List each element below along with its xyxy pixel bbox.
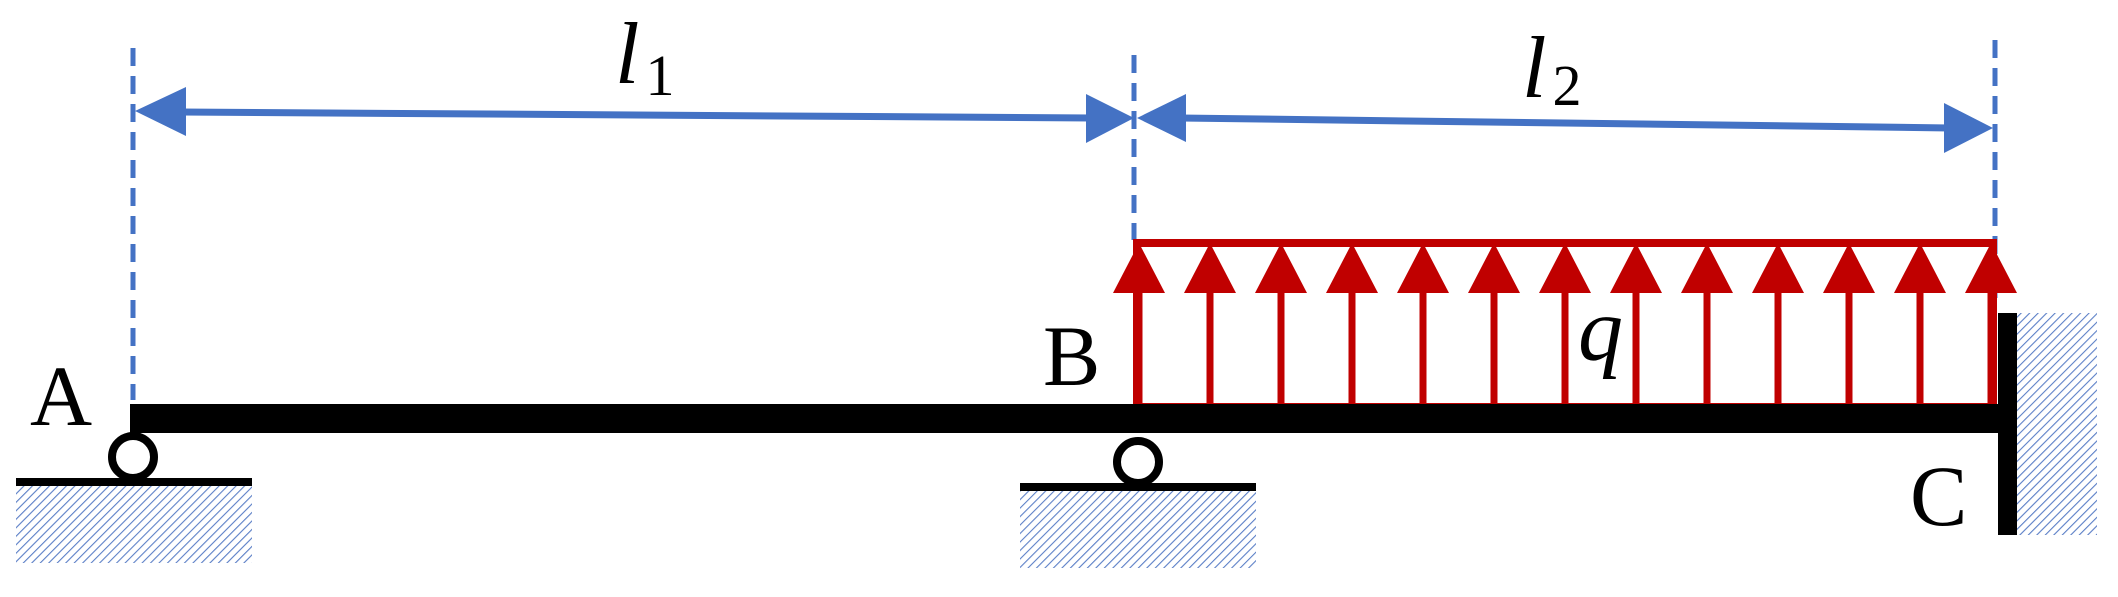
- dimension-l2: [1137, 94, 1993, 153]
- load-arrow: [1184, 243, 1236, 405]
- wall-hatch-c: [2015, 313, 2097, 535]
- label-c: C: [1910, 448, 1967, 544]
- distributed-load-q: [1113, 239, 2017, 411]
- load-arrow: [1113, 243, 1165, 405]
- load-arrow: [1681, 243, 1733, 405]
- load-arrow: [1823, 243, 1875, 405]
- load-arrow: [1965, 243, 2017, 405]
- fixed-support-c: [1998, 313, 2017, 535]
- label-b: B: [1043, 308, 1100, 404]
- load-arrow: [1539, 243, 1591, 405]
- beam: [130, 404, 2000, 433]
- roller-support-a: [16, 432, 252, 486]
- load-arrow: [1894, 243, 1946, 405]
- label-a: A: [30, 348, 92, 444]
- ground-hatch-a: [16, 485, 252, 563]
- ground-hatch-b: [1020, 490, 1256, 568]
- label-q: q: [1578, 281, 1623, 380]
- dimension-l1: [135, 87, 1134, 143]
- load-arrow: [1468, 243, 1520, 405]
- load-arrow: [1255, 243, 1307, 405]
- load-arrow: [1610, 243, 1662, 405]
- load-arrow: [1397, 243, 1449, 405]
- roller-support-b: [1020, 437, 1256, 491]
- load-arrow: [1752, 243, 1804, 405]
- load-arrow: [1326, 243, 1378, 405]
